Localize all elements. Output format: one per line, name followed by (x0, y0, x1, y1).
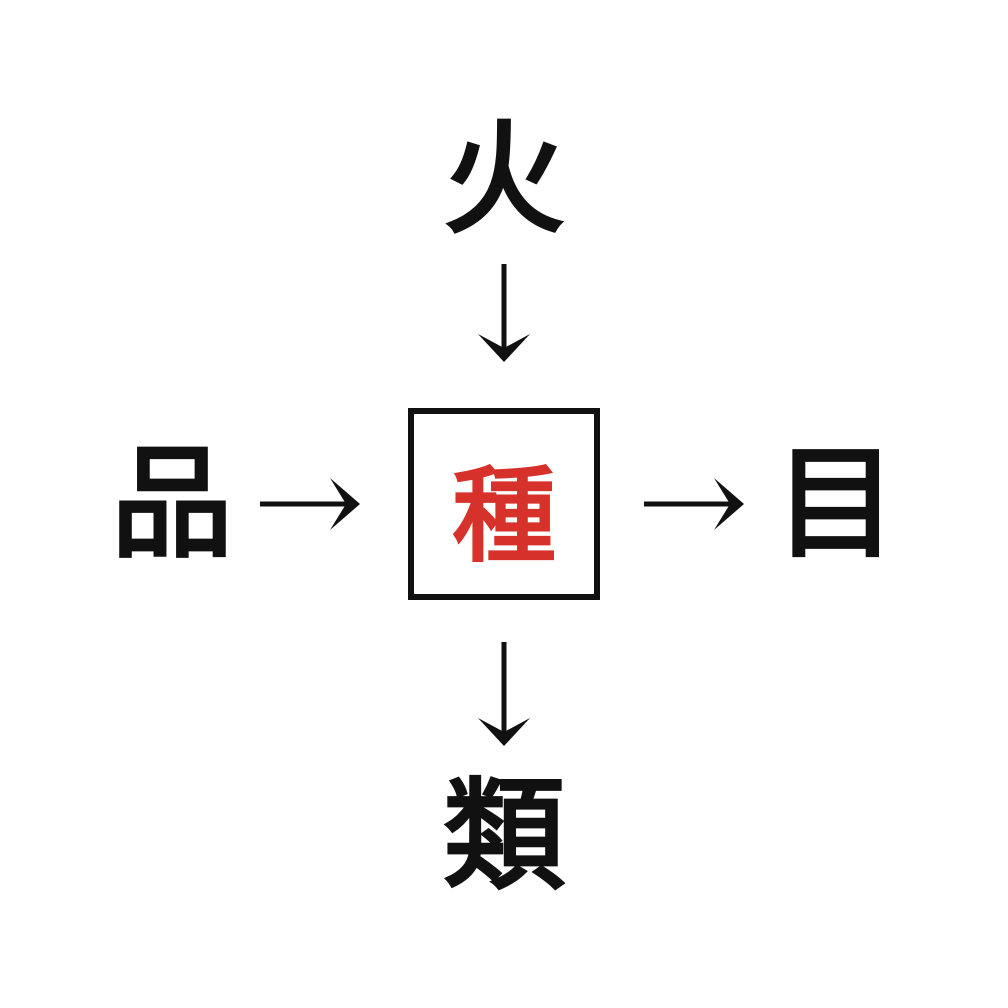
center-term-box: 種 (408, 408, 600, 600)
node-top: 火 (404, 112, 604, 248)
node-bottom: 類 (404, 768, 604, 904)
kanji-center: 種 (451, 454, 556, 577)
node-left: 品 (72, 436, 272, 572)
kanji-right: 目 (775, 433, 897, 575)
node-right: 目 (736, 436, 936, 572)
kanji-left: 品 (111, 433, 233, 575)
arrow-right-left-to-center (258, 468, 368, 540)
kanji-bottom: 類 (443, 765, 565, 907)
kanji-top: 火 (443, 109, 565, 251)
arrow-down-top-to-center (464, 262, 544, 366)
arrow-down-center-to-bottom (464, 640, 544, 752)
